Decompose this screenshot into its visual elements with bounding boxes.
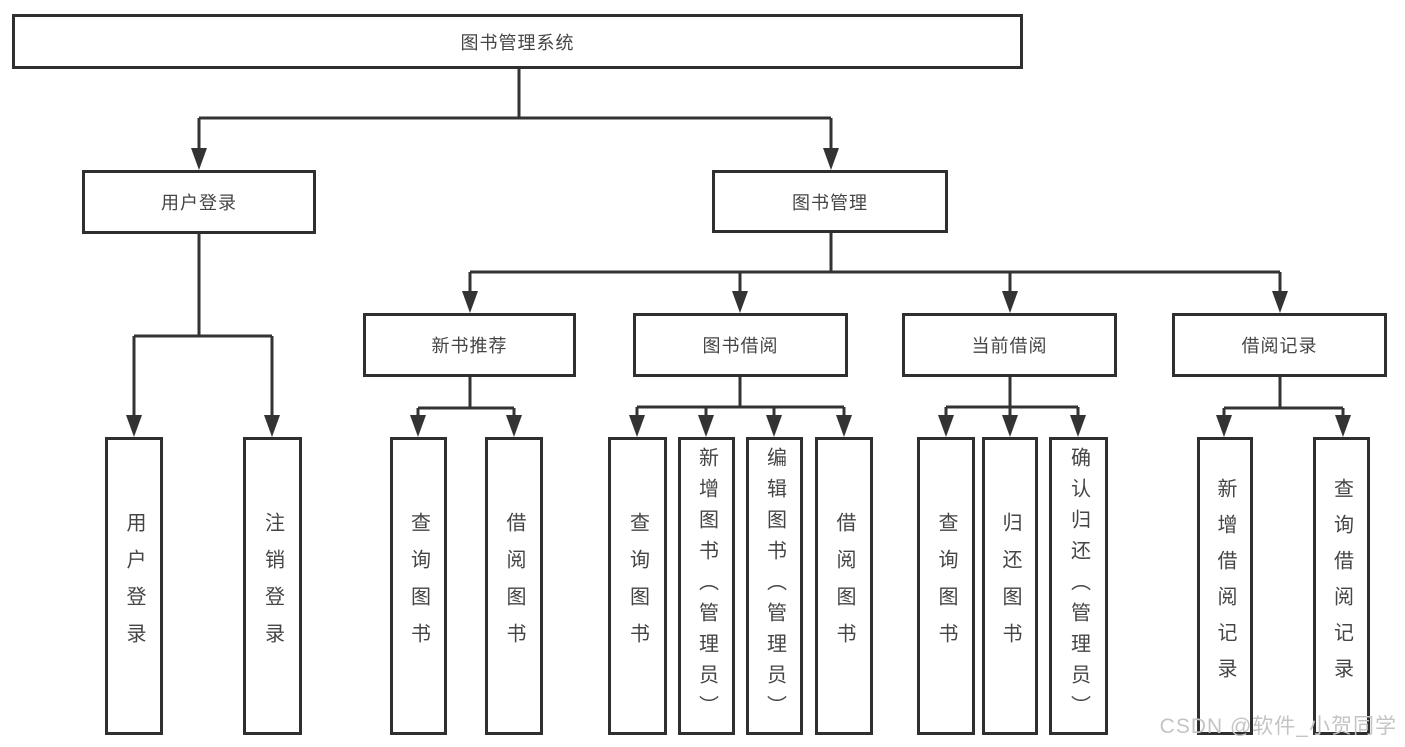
leaf-borrow-edit: 编辑图书（管理员） xyxy=(746,437,803,735)
leaf-borrow-book-label: 借阅图书 xyxy=(833,512,855,660)
node-user-login: 用户登录 xyxy=(82,170,316,234)
node-user-login-label: 用户登录 xyxy=(161,193,237,213)
leaf-current-return: 归还图书 xyxy=(982,437,1038,735)
node-root: 图书管理系统 xyxy=(12,14,1023,69)
leaf-logout-label: 注销登录 xyxy=(261,512,284,660)
connector-book-borrow-children xyxy=(629,377,852,437)
node-book-management-label: 图书管理 xyxy=(792,192,868,213)
connector-new-book-children xyxy=(410,377,522,437)
leaf-current-query-label: 查询图书 xyxy=(935,512,957,660)
leaf-newbook-borrow: 借阅图书 xyxy=(485,437,543,735)
leaf-newbook-query: 查询图书 xyxy=(390,437,447,735)
leaf-current-return-label: 归还图书 xyxy=(999,512,1021,660)
leaf-user-login-label: 用户登录 xyxy=(123,512,145,660)
leaf-current-confirm: 确认归还（管理员） xyxy=(1049,437,1108,735)
node-book-borrow: 图书借阅 xyxy=(633,313,848,377)
node-book-management: 图书管理 xyxy=(712,170,948,233)
leaf-borrow-query-label: 查询图书 xyxy=(626,512,649,660)
leaf-records-add: 新增借阅记录 xyxy=(1197,437,1253,735)
node-root-label: 图书管理系统 xyxy=(460,32,575,53)
leaf-user-login: 用户登录 xyxy=(105,437,163,735)
leaf-current-confirm-label: 确认归还（管理员） xyxy=(1067,446,1090,726)
leaf-borrow-query: 查询图书 xyxy=(608,437,667,735)
leaf-newbook-borrow-label: 借阅图书 xyxy=(503,512,525,660)
leaf-borrow-add: 新增图书（管理员） xyxy=(678,437,735,735)
node-new-book-recommend-label: 新书推荐 xyxy=(431,336,508,356)
leaf-borrow-add-label: 新增图书（管理员） xyxy=(695,446,718,726)
connector-current-borrow-children xyxy=(938,377,1086,437)
node-borrow-records-label: 借阅记录 xyxy=(1241,336,1318,356)
node-current-borrow: 当前借阅 xyxy=(902,313,1117,377)
watermark: CSDN @软件_小贺同学 xyxy=(1159,715,1397,738)
leaf-current-query: 查询图书 xyxy=(917,437,975,735)
leaf-records-query-label: 查询借阅记录 xyxy=(1330,478,1353,694)
leaf-newbook-query-label: 查询图书 xyxy=(407,512,430,660)
leaf-borrow-book: 借阅图书 xyxy=(815,437,873,735)
leaf-logout: 注销登录 xyxy=(243,437,302,735)
leaf-borrow-edit-label: 编辑图书（管理员） xyxy=(763,446,786,726)
node-book-borrow-label: 图书借阅 xyxy=(702,336,779,356)
connector-book-management-children xyxy=(462,233,1288,313)
connector-root-to-level2 xyxy=(191,69,839,170)
node-new-book-recommend: 新书推荐 xyxy=(363,313,576,377)
node-current-borrow-label: 当前借阅 xyxy=(971,336,1048,356)
leaf-records-add-label: 新增借阅记录 xyxy=(1214,478,1236,694)
leaf-records-query: 查询借阅记录 xyxy=(1313,437,1370,735)
connector-borrow-records-children xyxy=(1216,377,1351,437)
node-borrow-records: 借阅记录 xyxy=(1172,313,1387,377)
connector-user-login-children xyxy=(126,234,280,437)
